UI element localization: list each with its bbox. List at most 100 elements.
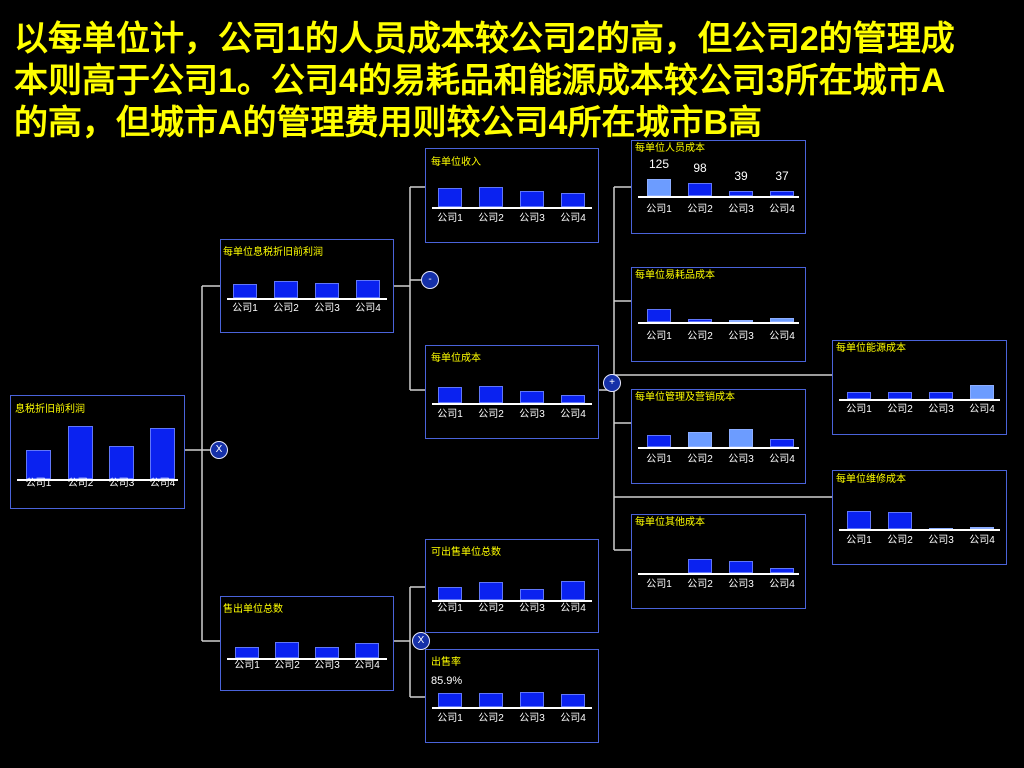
category-label: 公司2 — [478, 213, 504, 224]
category-label: 公司1 — [437, 603, 463, 614]
chart-baseline — [17, 479, 178, 481]
bar-company-3 — [729, 429, 753, 447]
bar-company-2 — [688, 432, 712, 447]
multiply-operator: X — [210, 441, 228, 459]
bar-company-1 — [438, 387, 462, 403]
category-label: 公司4 — [969, 535, 995, 546]
category-label: 公司4 — [769, 579, 795, 590]
chart-baseline — [227, 658, 387, 660]
chart-baseline — [432, 403, 592, 405]
bar-company-4 — [150, 428, 175, 479]
category-label: 公司1 — [437, 713, 463, 724]
data-label: 98 — [693, 161, 707, 175]
category-label: 公司3 — [728, 331, 754, 342]
chart-box-revenue-per-unit: 每单位收入公司1 公司2 公司3 公司4 — [425, 148, 599, 243]
multiply-operator: X — [412, 632, 430, 650]
bar-company-2 — [888, 512, 912, 529]
data-label: 39 — [734, 169, 748, 183]
bar-company-2 — [68, 426, 93, 479]
category-label: 公司3 — [728, 579, 754, 590]
chart-title: 每单位易耗品成本 — [635, 270, 715, 281]
bar-company-3 — [315, 647, 339, 658]
category-label: 公司3 — [728, 454, 754, 465]
chart-baseline — [638, 447, 799, 449]
bar-company-4 — [355, 643, 379, 658]
bar-company-3 — [729, 320, 753, 322]
bar-company-1 — [647, 179, 671, 196]
category-label: 公司1 — [437, 213, 463, 224]
category-label: 公司4 — [560, 603, 586, 614]
data-label: 125 — [648, 157, 670, 171]
bar-company-4 — [561, 581, 585, 600]
bar-company-3 — [520, 589, 544, 600]
category-label: 公司4 — [354, 660, 380, 671]
category-label: 公司3 — [108, 478, 135, 489]
bar-company-4 — [770, 318, 794, 322]
category-label: 公司1 — [232, 303, 258, 314]
chart-baseline — [638, 573, 799, 575]
category-label: 公司2 — [273, 303, 299, 314]
bar-company-1 — [438, 693, 462, 707]
chart-title: 每单位维修成本 — [836, 474, 906, 485]
category-label: 公司4 — [560, 409, 586, 420]
chart-baseline — [638, 322, 799, 324]
category-label: 公司3 — [519, 213, 545, 224]
chart-title: 出售率 — [431, 657, 461, 668]
bar-company-2 — [479, 386, 503, 403]
category-label: 公司2 — [274, 660, 300, 671]
bar-company-2 — [274, 281, 298, 298]
bar-company-4 — [970, 385, 994, 399]
category-label: 公司4 — [560, 213, 586, 224]
headline-line: 本则高于公司1。公司4的易耗品和能源成本较公司3所在城市A — [14, 62, 946, 100]
chart-annotation: 85.9% — [431, 675, 463, 687]
category-label: 公司1 — [234, 660, 260, 671]
category-label: 公司4 — [769, 454, 795, 465]
bar-company-2 — [888, 392, 912, 399]
chart-title: 每单位管理及营销成本 — [635, 392, 735, 403]
data-label: 37 — [775, 169, 789, 183]
bar-company-4 — [970, 527, 994, 529]
bar-company-2 — [479, 693, 503, 707]
bar-company-4 — [561, 694, 585, 707]
bar-company-2 — [479, 582, 503, 600]
category-label: 公司3 — [519, 603, 545, 614]
bar-company-1 — [26, 450, 51, 479]
bar-company-3 — [109, 446, 134, 479]
chart-title: 可出售单位总数 — [431, 547, 501, 558]
category-label: 公司1 — [646, 331, 672, 342]
plus-operator: + — [603, 374, 621, 392]
chart-baseline — [432, 707, 592, 709]
chart-title: 息税折旧前利润 — [15, 404, 85, 415]
category-label: 公司3 — [928, 404, 954, 415]
minus-operator: - — [421, 271, 439, 289]
category-label: 公司1 — [846, 535, 872, 546]
category-label: 公司2 — [67, 478, 94, 489]
chart-baseline — [839, 399, 1000, 401]
category-label: 公司2 — [478, 713, 504, 724]
category-label: 公司3 — [519, 713, 545, 724]
bar-company-3 — [729, 191, 753, 196]
category-label: 公司4 — [355, 303, 381, 314]
chart-title: 每单位息税折旧前利润 — [223, 247, 323, 258]
bar-company-1 — [847, 511, 871, 529]
chart-baseline — [227, 298, 387, 300]
category-label: 公司3 — [928, 535, 954, 546]
category-label: 公司2 — [887, 404, 913, 415]
bar-company-1 — [438, 587, 462, 600]
chart-title: 每单位收入 — [431, 157, 481, 168]
category-label: 公司2 — [478, 409, 504, 420]
category-label: 公司3 — [519, 409, 545, 420]
headline-line: 的高，但城市A的管理费用则较公司4所在城市B高 — [14, 104, 763, 142]
